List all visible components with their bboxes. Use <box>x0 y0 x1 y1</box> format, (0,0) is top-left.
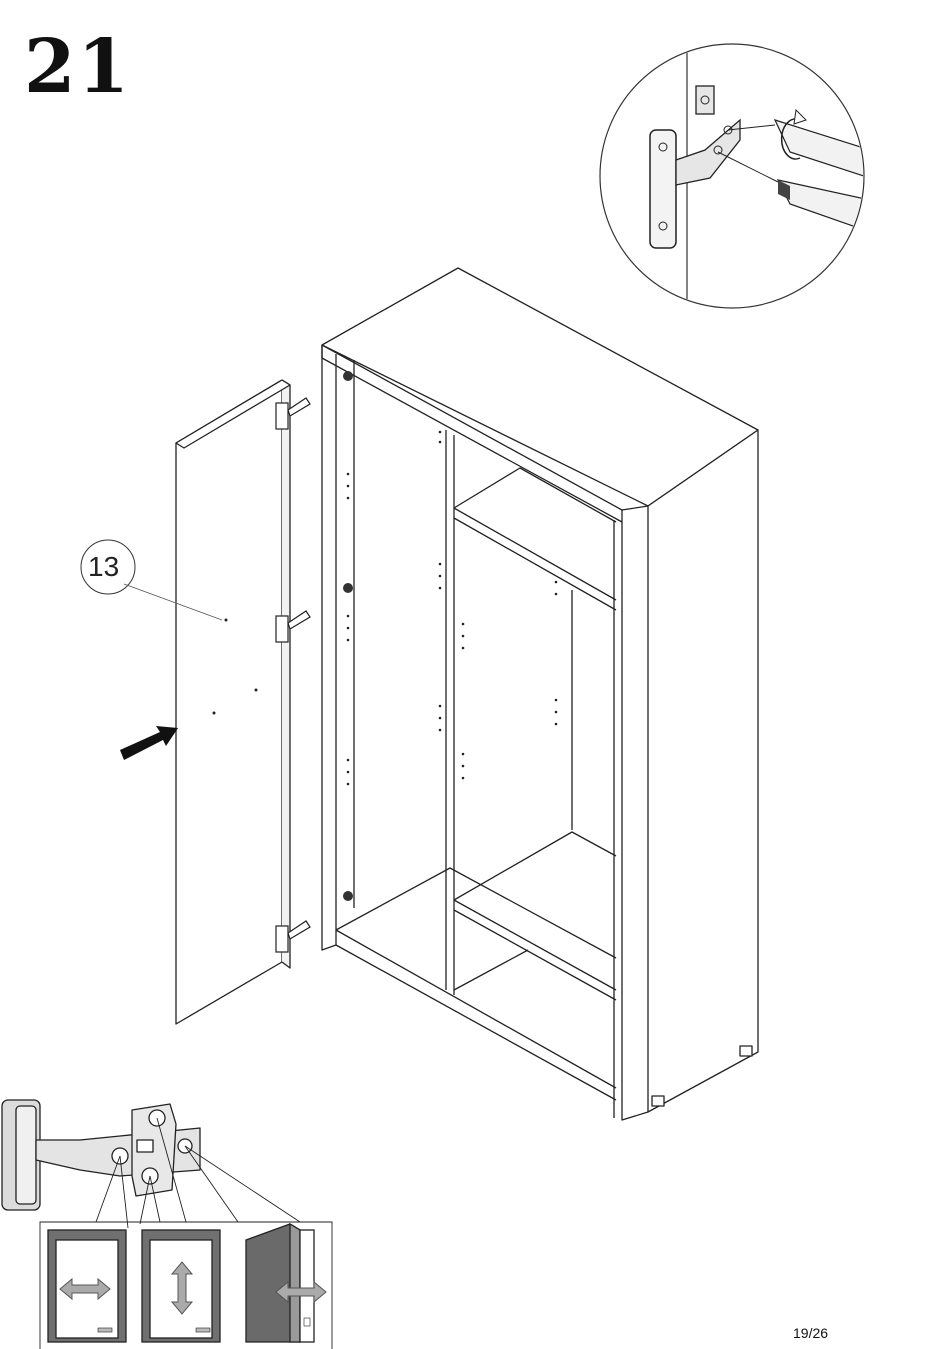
arrow-right-icon <box>120 726 178 760</box>
wardrobe-cabinet <box>322 268 758 1120</box>
page-number: 19/26 <box>793 1325 828 1341</box>
cabinet-hinge-plates <box>343 371 353 901</box>
shelf-pin-holes <box>347 431 558 786</box>
part-number-label: 13 <box>88 551 119 583</box>
detail-magnifier <box>600 40 870 320</box>
hinge-adjustment-detail <box>2 1100 200 1210</box>
door-panel <box>176 380 290 1024</box>
adjust-depth-panel <box>246 1224 314 1342</box>
